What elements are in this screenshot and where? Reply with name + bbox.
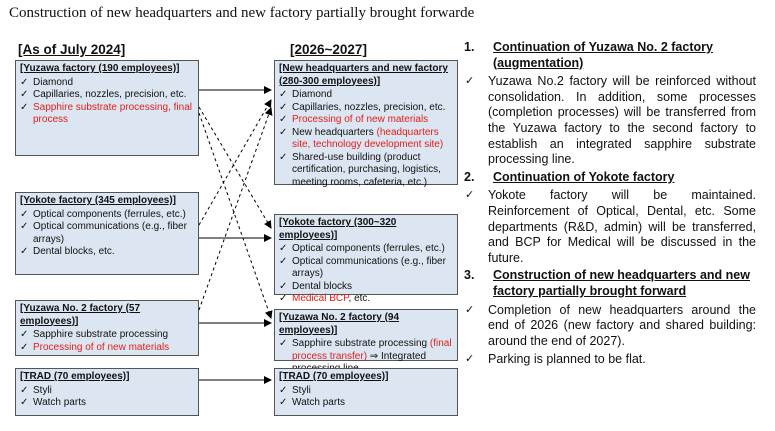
list-item: Styli <box>20 385 194 398</box>
box-title: [Yuzawa factory (190 employees)] <box>20 63 180 74</box>
section-2: 2.Continuation of Yokote factory Yokote … <box>464 170 756 267</box>
list-item: Capillaries, nozzles, precision, etc. <box>279 102 453 115</box>
box-title: [Yokote factory (345 employees)] <box>20 195 176 206</box>
arrow-no2-to-new-hq <box>198 107 273 311</box>
box-title: [TRAD (70 employees)] <box>20 371 130 382</box>
list-item: Optical communications (e.g., fiber arra… <box>20 221 194 246</box>
box-title: [New headquarters and new factory (280-3… <box>279 63 448 87</box>
section-1: 1.Continuation of Yuzawa No. 2 factory (… <box>464 40 756 168</box>
box-title: [TRAD (70 employees)] <box>279 371 389 382</box>
left-box-yuzawa-factory: [Yuzawa factory (190 employees)] Diamond… <box>15 60 199 156</box>
list-item: Optical components (ferrules, etc.) <box>279 243 453 256</box>
section-bullet: Completion of new headquarters around th… <box>464 303 756 350</box>
mid-box-trad: [TRAD (70 employees)] Styli Watch parts <box>274 368 458 416</box>
list-item: Styli <box>279 385 453 398</box>
arrow-yuzawa-to-yokote <box>198 106 272 229</box>
list-item: Optical communications (e.g., fiber arra… <box>279 256 453 281</box>
section-heading: 3.Construction of new headquarters and n… <box>464 268 750 298</box>
list-item: Processing of of new materials <box>279 114 453 127</box>
list-item: Shared-use building (product certificati… <box>279 152 453 190</box>
mid-box-new-headquarters: [New headquarters and new factory (280-3… <box>274 60 458 188</box>
list-item: Diamond <box>279 89 453 102</box>
list-item: Processing of of new materials <box>20 342 194 355</box>
section-3: 3.Construction of new headquarters and n… <box>464 268 756 368</box>
arrow-yokote-to-new-hq <box>198 99 272 226</box>
list-item: Watch parts <box>279 397 453 410</box>
section-heading: 2.Continuation of Yokote factory <box>464 169 675 184</box>
mid-box-yokote-factory: [Yokote factory (300~320 employees)] Opt… <box>274 214 458 305</box>
list-item: Watch parts <box>20 397 194 410</box>
section-bullet: Yokote factory will be maintained. Reinf… <box>464 188 756 266</box>
right-panel: 1.Continuation of Yuzawa No. 2 factory (… <box>464 40 756 368</box>
page-title: Construction of new headquarters and new… <box>9 5 475 21</box>
left-box-yokote-factory: [Yokote factory (345 employees)] Optical… <box>15 192 199 275</box>
section-bullet: Parking is planned to be flat. <box>464 352 756 368</box>
list-item: Medical BCP, etc. <box>279 293 453 306</box>
list-item: Diamond <box>20 77 194 90</box>
left-column-header: [As of July 2024] <box>18 42 126 57</box>
list-item: Dental blocks <box>279 281 453 294</box>
list-item: Capillaries, nozzles, precision, etc. <box>20 89 194 102</box>
mid-column-header: [2026~2027] <box>290 42 367 57</box>
box-title: [Yuzawa No. 2 factory (94 employees)] <box>279 312 400 336</box>
left-box-trad: [TRAD (70 employees)] Styli Watch parts <box>15 368 199 416</box>
arrow-yuzawa-to-no2 <box>198 112 273 319</box>
section-heading: 1.Continuation of Yuzawa No. 2 factory (… <box>464 40 713 70</box>
list-item: Optical components (ferrules, etc.) <box>20 209 194 222</box>
list-item: New headquarters (headquarters site, tec… <box>279 127 453 152</box>
section-bullet: Yuzawa No.2 factory will be reinforced w… <box>464 74 756 168</box>
list-item: Sapphire substrate processing, final pro… <box>20 102 194 127</box>
box-title: [Yokote factory (300~320 employees)] <box>279 217 397 241</box>
left-box-yuzawa-no2-factory: [Yuzawa No. 2 factory (57 employees)] Sa… <box>15 300 199 356</box>
box-title: [Yuzawa No. 2 factory (57 employees)] <box>20 303 141 327</box>
list-item: Dental blocks, etc. <box>20 246 194 259</box>
list-item: Sapphire substrate processing <box>20 329 194 342</box>
